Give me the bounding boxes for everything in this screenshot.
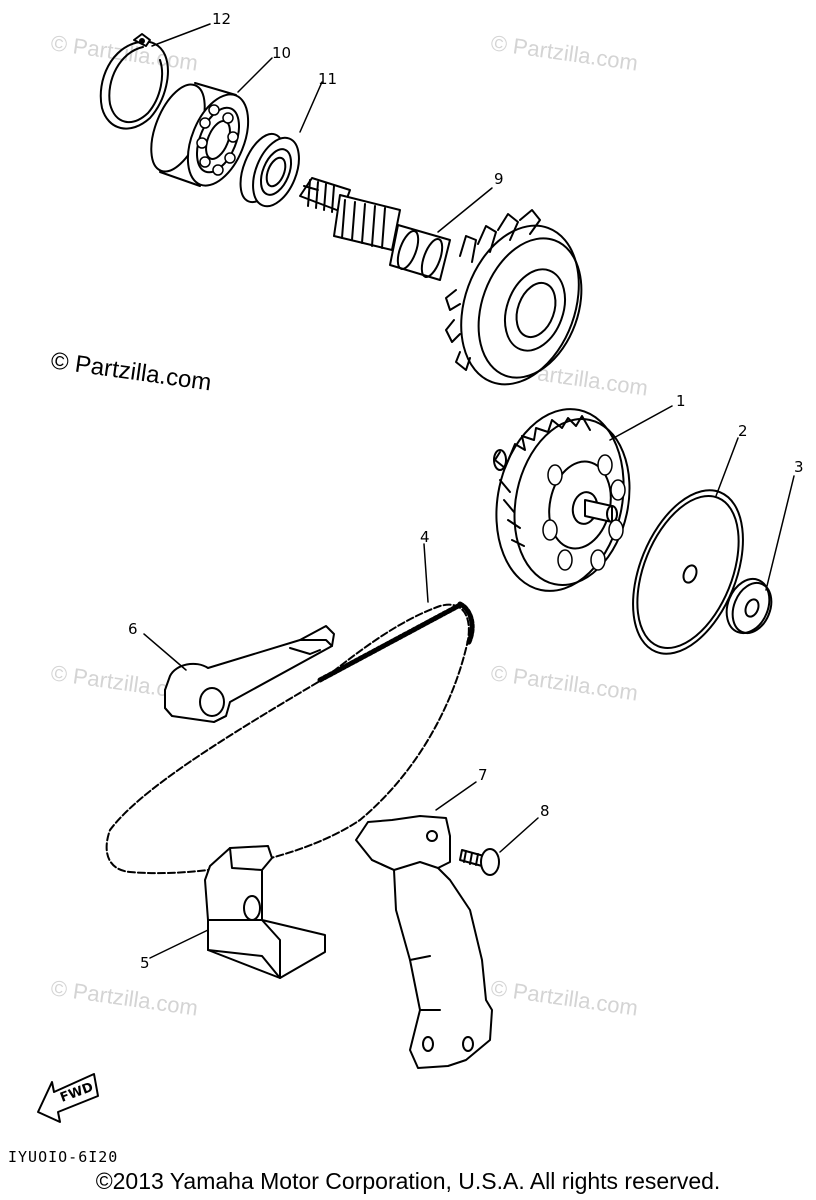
callout-7: 7 xyxy=(478,766,488,784)
watermark-prominent: © Partzilla.com xyxy=(49,347,213,396)
part-10-bearing xyxy=(150,82,250,187)
part-12-circlip xyxy=(99,33,169,130)
callout-1: 1 xyxy=(676,392,686,410)
part-5-tensioner-block xyxy=(204,845,326,979)
watermark: © Partzilla.com xyxy=(489,975,639,1020)
watermark: © Partzilla.com xyxy=(489,660,639,705)
callout-6: 6 xyxy=(128,620,138,638)
callout-12: 12 xyxy=(212,10,231,28)
callout-10: 10 xyxy=(272,44,291,62)
diagram-code: IYUOIO-6I20 xyxy=(8,1148,119,1166)
part-2-plate xyxy=(632,489,744,655)
callout-8: 8 xyxy=(540,802,550,820)
exploded-parts-diagram: © Partzilla.com © Partzilla.com © Partzi… xyxy=(37,10,804,1123)
callout-9: 9 xyxy=(494,170,504,188)
callouts: 12 10 11 9 1 2 3 4 6 7 8 5 xyxy=(128,10,804,972)
watermark: © Partzilla.com xyxy=(49,975,199,1020)
part-4-chain xyxy=(105,601,475,875)
part-1-drive-gear xyxy=(493,408,631,592)
part-8-bolt xyxy=(459,848,500,876)
callout-4: 4 xyxy=(420,528,430,546)
part-7-bracket xyxy=(355,815,493,1069)
part-9-secondary-shaft xyxy=(299,177,583,386)
leader-lines xyxy=(143,23,795,959)
callout-3: 3 xyxy=(794,458,804,476)
part-6-chain-guide xyxy=(164,625,335,723)
part-11-oil-seal xyxy=(239,132,300,208)
callout-11: 11 xyxy=(318,70,337,88)
fwd-arrow-icon: FWD xyxy=(37,1073,99,1123)
callout-5: 5 xyxy=(140,954,150,972)
watermark: © Partzilla.com xyxy=(489,30,639,75)
copyright-notice: ©2013 Yamaha Motor Corporation, U.S.A. A… xyxy=(95,1168,721,1194)
callout-2: 2 xyxy=(738,422,748,440)
part-3-washer xyxy=(725,577,773,635)
